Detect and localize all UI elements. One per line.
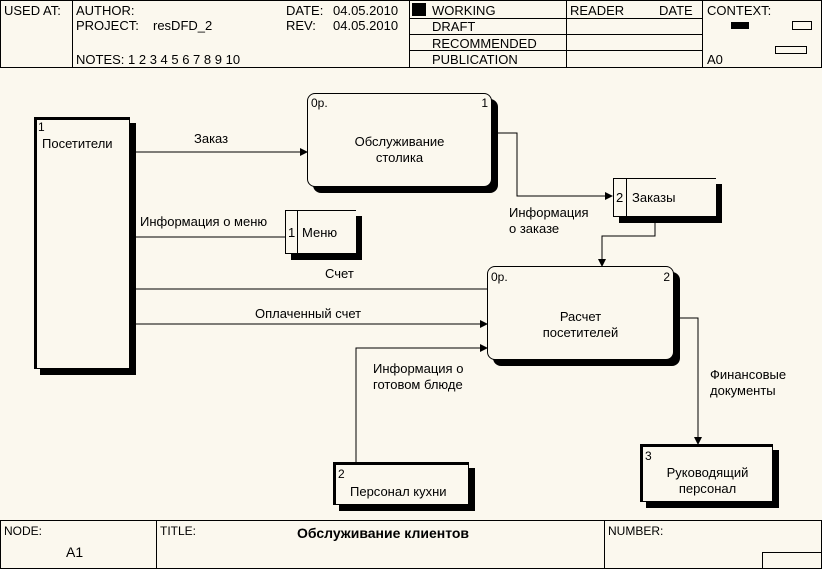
process-label: Расчет посетителей xyxy=(542,309,619,340)
header-row-line xyxy=(409,18,703,19)
context-current-box xyxy=(731,22,749,29)
header-divider xyxy=(409,0,410,67)
footer-corner-box xyxy=(762,552,821,569)
external-management[interactable]: 3 Руководящий персонал xyxy=(640,444,773,502)
header-divider xyxy=(72,0,73,67)
process-number: 1 xyxy=(481,96,488,110)
status-working-marker xyxy=(412,3,426,16)
flow-label-dish-info: Информация о xyxy=(373,361,464,376)
process-table-service[interactable]: 0р. 1 Обслуживание столика xyxy=(307,93,492,187)
datastore-divider xyxy=(297,211,298,253)
flow-label-paid-bill: Оплаченный счет xyxy=(255,306,362,321)
used-at-label: USED AT: xyxy=(4,3,61,18)
process-visitor-billing[interactable]: 0р. 2 Расчет посетителей xyxy=(487,266,674,360)
process-prefix: 0р. xyxy=(491,270,508,284)
project-label: PROJECT: xyxy=(76,18,139,33)
author-label: AUTHOR: xyxy=(76,3,135,18)
context-label: CONTEXT: xyxy=(707,3,772,18)
flow-label-order-info: Информация xyxy=(509,205,589,220)
status-publication: PUBLICATION xyxy=(432,52,518,67)
external-number: 1 xyxy=(38,120,45,134)
flow-label-order-info: о заказе xyxy=(509,221,560,236)
external-label: Руководящий персонал xyxy=(666,465,749,496)
node-value: A1 xyxy=(66,544,84,560)
title-label: TITLE: xyxy=(160,524,197,538)
context-box xyxy=(792,21,812,30)
flow-label-finance: Финансовые xyxy=(710,367,787,382)
external-label: Персонал кухни xyxy=(350,484,447,499)
datastore-orders[interactable]: 2 Заказы xyxy=(613,178,716,217)
datastore-label: Меню xyxy=(302,225,338,240)
rev-label: REV: xyxy=(286,18,316,33)
flow-order-info xyxy=(598,219,656,267)
header-row-line xyxy=(409,34,703,35)
context-node: A0 xyxy=(707,52,723,67)
datastore-number: 1 xyxy=(288,225,296,240)
status-recommended: RECOMMENDED xyxy=(432,36,537,51)
date-value: 04.05.2010 xyxy=(333,3,399,18)
rev-value: 04.05.2010 xyxy=(333,18,399,33)
reader-label: READER xyxy=(570,3,625,18)
process-label: Обслуживание столика xyxy=(354,134,445,165)
datastore-menu[interactable]: 1 Меню xyxy=(285,210,356,254)
footer-divider xyxy=(156,520,157,568)
external-visitors[interactable]: 1 Посетители xyxy=(34,117,130,369)
project-name: resDFD_2 xyxy=(153,18,213,33)
flow-finance xyxy=(674,317,702,445)
notes-label: NOTES: 1 2 3 4 5 6 7 8 9 10 xyxy=(76,52,241,67)
diagram-title: Обслуживание клиентов xyxy=(297,525,470,541)
datastore-divider xyxy=(626,179,627,216)
process-number: 2 xyxy=(663,270,670,284)
flow-label-order: Заказ xyxy=(194,131,229,146)
flow-label-bill: Счет xyxy=(325,266,354,281)
external-number: 3 xyxy=(645,449,652,463)
datastore-label: Заказы xyxy=(632,190,676,205)
flow-dish-info xyxy=(355,344,488,462)
datastore-number: 2 xyxy=(616,190,624,205)
flow-to-orders xyxy=(493,132,613,200)
external-label: Посетители xyxy=(42,136,113,151)
number-label: NUMBER: xyxy=(608,524,664,538)
context-box xyxy=(775,46,807,54)
flow-label-finance: документы xyxy=(710,383,776,398)
header-row-line xyxy=(409,50,703,51)
footer-divider xyxy=(604,520,605,568)
status-working: WORKING xyxy=(432,3,496,18)
flow-label-menu-info: Информация о меню xyxy=(140,214,268,229)
status-draft: DRAFT xyxy=(432,19,476,34)
external-kitchen-staff[interactable]: 2 Персонал кухни xyxy=(333,462,469,505)
flow-label-dish-info: готовом блюде xyxy=(373,377,463,392)
date-label: DATE: xyxy=(286,3,324,18)
node-label: NODE: xyxy=(4,524,43,538)
reader-date-label: DATE xyxy=(659,3,693,18)
header-divider xyxy=(566,0,567,67)
external-number: 2 xyxy=(338,467,345,481)
process-prefix: 0р. xyxy=(311,96,328,110)
header-divider xyxy=(702,0,703,67)
